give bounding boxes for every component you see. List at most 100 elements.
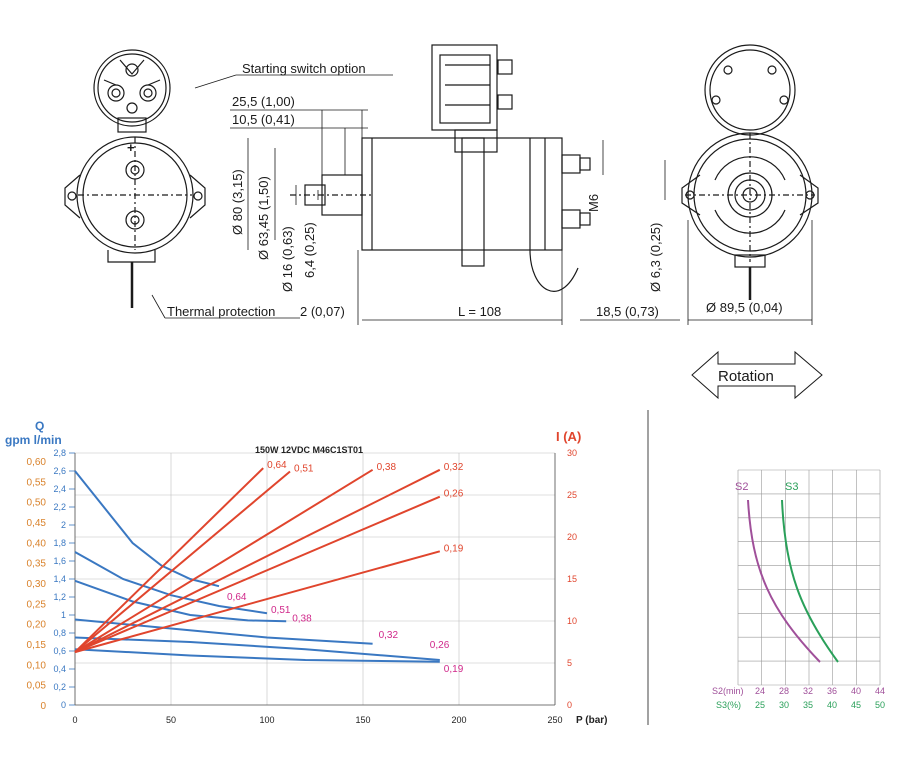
dim-63: Ø 63,45 (1,50) [256, 176, 271, 260]
amp-tick-label: 25 [567, 490, 577, 500]
lmin-tick-label: 0,6 [53, 646, 66, 656]
dim-6-3: Ø 6,3 (0,25) [648, 223, 663, 292]
rotation-arrow-icon [691, 350, 823, 400]
s3-axis-label: S3(%) [716, 700, 741, 710]
current-series-label: 0,64 [267, 460, 287, 471]
amp-tick-label: 20 [567, 532, 577, 542]
flow-series-0-26 [74, 636, 440, 661]
flow-series-0-64 [74, 470, 220, 588]
current-series-0-51 [74, 470, 291, 653]
lmin-tick-label: 1,6 [53, 556, 66, 566]
s3-tick-label: 25 [755, 700, 765, 710]
s3-curve [781, 499, 839, 663]
gpm-tick-label: 0,50 [27, 498, 47, 509]
s2-tick-label: 36 [827, 686, 837, 696]
gpm-tick-label: 0,25 [27, 599, 47, 610]
svg-text:+: + [127, 140, 135, 155]
dim-10-5: 10,5 (0,41) [232, 112, 295, 127]
q-axis-units: gpm l/min [5, 433, 62, 447]
dim-18-5: 18,5 (0,73) [596, 304, 659, 319]
s3-tick-label: 30 [779, 700, 789, 710]
amp-tick-label: 0 [567, 700, 572, 710]
s2-tick-label: 32 [803, 686, 813, 696]
flow-series-label: 0,38 [292, 613, 312, 624]
dimension-lines [151, 74, 813, 325]
thermal-protection-label: Thermal protection [167, 304, 275, 319]
chart-title: 150W 12VDC M46C1ST01 [255, 445, 363, 455]
dim-16: Ø 16 (0,63) [280, 226, 295, 292]
lmin-tick-label: 2,8 [53, 448, 66, 458]
x-tick-label: 100 [259, 715, 274, 725]
amp-tick-label: 10 [567, 616, 577, 626]
motor-flange-view [681, 44, 819, 300]
s2-axis-label: S2(min) [712, 686, 744, 696]
amp-tick-label: 5 [567, 658, 572, 668]
gpm-tick-label: 0,10 [27, 660, 47, 671]
dim-25-5: 25,5 (1,00) [232, 94, 295, 109]
amp-tick-label: 30 [567, 448, 577, 458]
lmin-tick-label: 2,2 [53, 502, 66, 512]
lmin-tick-label: 0 [61, 700, 66, 710]
x-tick-label: 50 [166, 715, 176, 725]
amp-tick-label: 15 [567, 574, 577, 584]
x-tick-label: 200 [451, 715, 466, 725]
flow-series-0-38 [74, 579, 287, 623]
current-axis-label: I (A) [556, 429, 581, 444]
gpm-tick-label: 0,15 [27, 640, 47, 651]
gpm-tick-label: 0,55 [27, 477, 47, 488]
lmin-tick-label: 1,4 [53, 574, 66, 584]
motor-end-view: + [64, 136, 206, 308]
lmin-tick-label: 0,8 [53, 628, 66, 638]
dim-m6: M6 [586, 194, 601, 212]
motor-side-view [290, 44, 591, 292]
rotation-label: Rotation [718, 368, 774, 385]
s2-tick-label: 44 [875, 686, 885, 696]
current-series-label: 0,51 [294, 463, 314, 474]
starting-switch-view [93, 49, 171, 133]
s2-tick-label: 28 [779, 686, 789, 696]
q-axis-label: Q [35, 419, 44, 433]
lmin-tick-label: 2,4 [53, 484, 66, 494]
flow-series-0-19 [74, 648, 440, 663]
gpm-tick-label: 0,45 [27, 518, 47, 529]
flow-series-label: 0,26 [430, 640, 450, 651]
dim-6-4: 6,4 (0,25) [302, 222, 317, 278]
dim-2: 2 (0,07) [300, 304, 345, 319]
lmin-tick-label: 1,8 [53, 538, 66, 548]
duty-cycle-chart: S2 S3 S2(min) S3(%) 24 28 32 36 40 44 25 30 35 40… [712, 469, 885, 710]
flow-series-label: 0,64 [227, 592, 247, 603]
lmin-tick-label: 0,2 [53, 682, 66, 692]
s2-tick-label: 40 [851, 686, 861, 696]
current-series-0-64 [74, 467, 264, 653]
dim-89-5: Ø 89,5 (0,04) [706, 300, 783, 315]
current-series-label: 0,26 [444, 489, 464, 500]
starting-switch-label: Starting switch option [242, 61, 366, 76]
flow-series-label: 0,51 [271, 605, 291, 616]
s2-tick-label: 24 [755, 686, 765, 696]
s3-tick-label: 50 [875, 700, 885, 710]
s3-tick-label: 35 [803, 700, 813, 710]
flow-series-label: 0,19 [444, 664, 464, 675]
current-series-label: 0,19 [444, 543, 464, 554]
current-series-label: 0,32 [444, 462, 464, 473]
current-series-0-26 [74, 495, 441, 654]
current-series-0-32 [74, 468, 441, 653]
flow-series-0-32 [74, 618, 373, 645]
gpm-tick-label: 0,35 [27, 559, 47, 570]
s2-label: S2 [735, 481, 748, 493]
lmin-tick-label: 1,2 [53, 592, 66, 602]
lmin-tick-label: 2 [61, 520, 66, 530]
s2-curve [747, 499, 821, 663]
s3-tick-label: 40 [827, 700, 837, 710]
drawing-labels: Starting switch option Thermal protectio… [167, 61, 783, 385]
lmin-tick-label: 2,6 [53, 466, 66, 476]
dim-80: Ø 80 (3,15) [230, 169, 245, 235]
gpm-tick-label: 0,30 [27, 579, 47, 590]
dim-length: L = 108 [458, 304, 501, 319]
lmin-tick-label: 0,4 [53, 664, 66, 674]
gpm-tick-label: 0,20 [27, 620, 47, 631]
s3-label: S3 [785, 481, 798, 493]
x-tick-label: 0 [72, 715, 77, 725]
